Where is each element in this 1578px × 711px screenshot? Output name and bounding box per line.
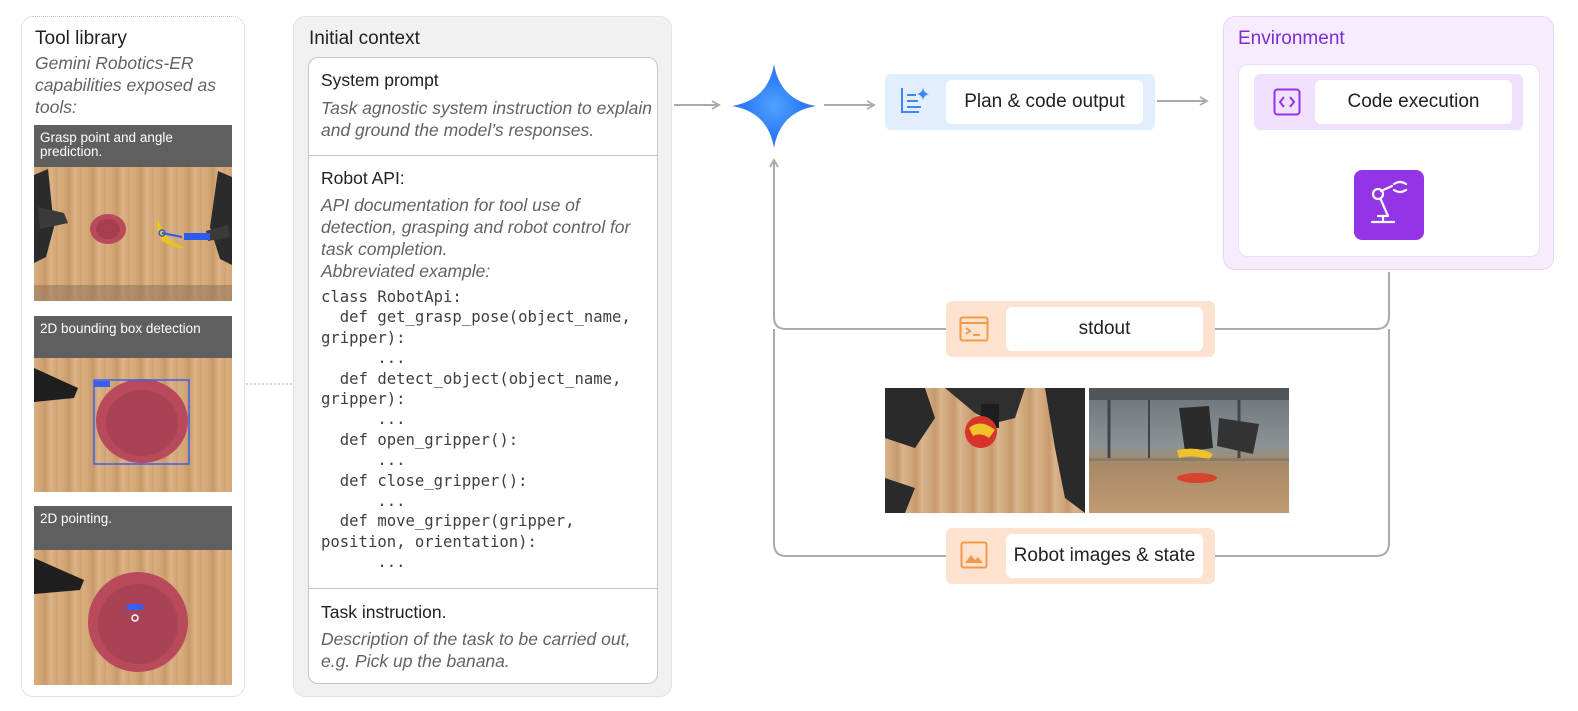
robot-front-view-image	[1089, 388, 1289, 513]
tool-library-panel	[21, 16, 245, 697]
bounding-box-tile: 2D bounding box detection	[34, 316, 232, 492]
robot-arm-tile	[1354, 170, 1424, 240]
grasp-point-tile: Grasp point and angle prediction.	[34, 125, 232, 301]
bowl-pointing-illustration	[34, 558, 188, 672]
stdout-line-left	[769, 158, 946, 330]
image-icon	[960, 541, 988, 569]
robot-api-title: Robot API:	[321, 168, 405, 188]
initial-context-title: Initial context	[309, 28, 420, 49]
stdout-label: stdout	[1006, 307, 1203, 351]
code-execution-label: Code execution	[1315, 80, 1512, 124]
grasp-tile-caption: Grasp point and angle prediction.	[34, 125, 232, 167]
images-line-right	[1215, 329, 1390, 557]
plan-output-label: Plan & code output	[946, 80, 1143, 124]
grasp-scene-illustration	[34, 169, 232, 301]
gemini-sparkle-icon	[732, 64, 816, 148]
task-instruction-desc: Description of the task to be carried ou…	[321, 629, 631, 671]
robot-api-desc: API documentation for tool use of detect…	[321, 195, 631, 281]
environment-title: Environment	[1238, 28, 1345, 49]
pointing-tile: 2D pointing.	[34, 506, 232, 685]
pointing-tile-caption: 2D pointing.	[34, 506, 232, 550]
robot-api-code: class RobotApi: def get_grasp_pose(objec…	[321, 288, 631, 572]
tool-library-title: Tool library	[35, 28, 127, 49]
robot-arm-icon	[1370, 180, 1408, 224]
tool-library-subtitle: Gemini Robotics-ER capabilities exposed …	[35, 53, 216, 117]
divider	[308, 155, 658, 156]
context-card	[308, 57, 658, 684]
task-instruction-title: Task instruction.	[321, 602, 447, 622]
terminal-icon	[959, 316, 989, 342]
images-line-left	[773, 329, 946, 557]
divider	[308, 588, 658, 589]
robot-images-label: Robot images & state	[1006, 534, 1203, 578]
system-prompt-title: System prompt	[321, 70, 439, 90]
bowl-detection-illustration	[34, 368, 190, 465]
code-brackets-icon	[1273, 88, 1301, 116]
bbox-tile-caption: 2D bounding box detection	[34, 316, 232, 358]
system-prompt-desc: Task agnostic system instruction to expl…	[321, 98, 653, 140]
document-sparkle-icon	[901, 88, 929, 113]
robot-top-view-image	[885, 388, 1085, 513]
stdout-line-right	[1215, 272, 1390, 330]
